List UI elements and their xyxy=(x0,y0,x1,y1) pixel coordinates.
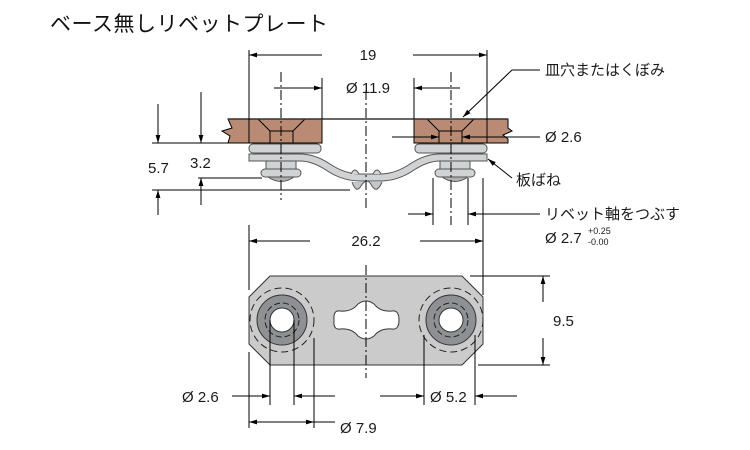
dim-overall-width: 19 xyxy=(360,47,377,64)
callout-rivet-crush: リベット軸をつぶす xyxy=(545,205,680,223)
dim-length: 26.2 xyxy=(351,233,380,250)
dim-hole-dia-side: Ø 2.6 xyxy=(545,129,582,146)
dim-hole-dia-top: Ø 2.6 xyxy=(182,389,219,406)
dim-washer-dia: Ø 7.9 xyxy=(340,420,377,437)
dim-boss-dia: Ø 5.2 xyxy=(430,389,467,406)
dim-plate-height: 3.2 xyxy=(190,155,211,172)
top-view: 26.2 9.5 Ø 2.6 xyxy=(182,225,574,437)
side-view: 19 Ø 11.9 皿穴またはくぼみ Ø 2.6 板ばね 5.7 3.2 xyxy=(148,47,680,260)
callout-leaf-spring: 板ばね xyxy=(516,171,561,189)
washer-top-left xyxy=(248,143,322,154)
panel-right xyxy=(413,118,513,144)
tol-minus: -0.00 xyxy=(588,237,609,247)
callout-countersink: 皿穴またはくぼみ xyxy=(545,61,665,79)
rivet-hole-right xyxy=(438,307,464,333)
dim-rivet-dia: Ø 2.7 xyxy=(545,230,582,247)
dim-total-height: 5.7 xyxy=(148,160,169,177)
spring-bump xyxy=(351,180,383,190)
tol-plus: +0.25 xyxy=(588,226,611,236)
rivet-hole-left xyxy=(269,307,295,333)
dim-width: 9.5 xyxy=(553,313,574,330)
leaf-spring xyxy=(248,153,488,182)
rivet-head-right xyxy=(434,168,476,178)
drawing-title: ベース無しリベットプレート xyxy=(50,12,329,36)
dim-center-spacing: Ø 11.9 xyxy=(346,80,390,97)
